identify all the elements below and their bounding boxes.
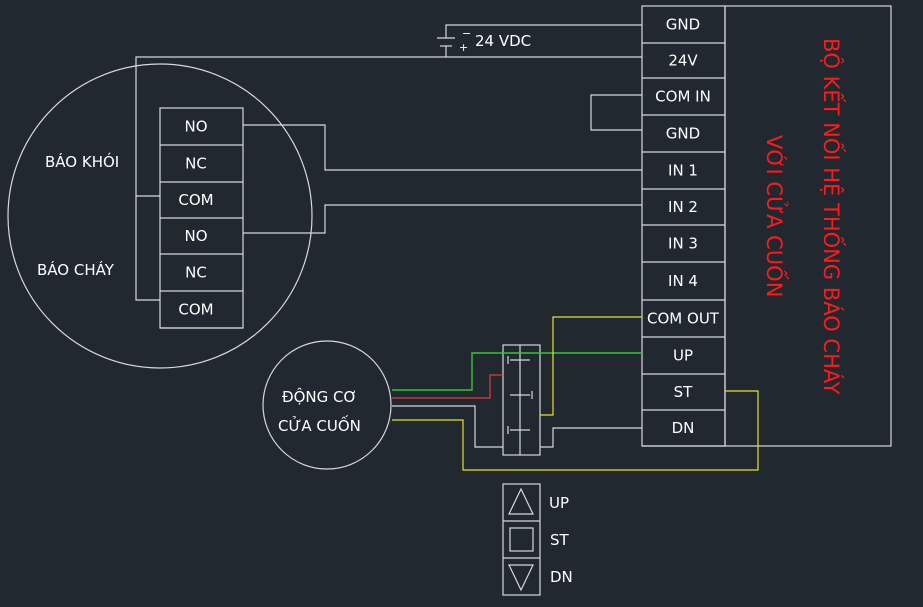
detector-terminal-label: NC	[185, 155, 207, 173]
controller-terminal-label: DN	[672, 419, 695, 437]
controller-terminal-label: IN 1	[668, 162, 698, 180]
detector-terminal-label: COM	[178, 301, 213, 319]
controller-title-line2: VỚI CỬA CUỐN	[762, 135, 790, 297]
controller-title-line1: BỘ KẾT NỐI HỆ THỐNG BÁO CHÁY	[819, 38, 847, 395]
controller-terminal-label: COM IN	[655, 88, 711, 106]
motor: ĐỘNG CƠ CỬA CUỐN	[262, 340, 392, 470]
controller-terminal-label: UP	[673, 347, 693, 365]
switch-panel: UP ST DN	[502, 483, 573, 596]
controller-terminal-label: IN 2	[668, 198, 698, 216]
controller-terminal-label: GND	[666, 16, 700, 34]
wire-24v	[135, 56, 642, 301]
power-supply: − + 24 VDC	[437, 24, 642, 57]
switch-label-dn: DN	[550, 568, 573, 586]
controller-terminal-label: GND	[666, 125, 700, 143]
svg-text:−: −	[462, 27, 471, 40]
smoke-detector-label: BÁO KHÓI	[45, 152, 119, 171]
switch-label-st: ST	[550, 531, 570, 549]
wire-comout	[540, 316, 642, 416]
wire-red	[392, 374, 503, 399]
controller-terminal-label: ST	[674, 383, 694, 401]
wire-comin-gnd	[590, 94, 642, 131]
relay-block	[502, 344, 541, 456]
detector-terminal-label: COM	[178, 191, 213, 209]
wire-white	[392, 405, 503, 448]
up-arrow-icon[interactable]	[508, 487, 534, 515]
detector-terminal-label: NC	[185, 264, 207, 282]
fire-detector-label: BÁO CHÁY	[37, 260, 115, 279]
motor-label-line2: CỬA CUỐN	[278, 414, 361, 435]
controller-terminal-label: COM OUT	[647, 310, 720, 328]
detector: NO NC COM NO NC COM BÁO KHÓI BÁO CHÁY	[7, 63, 313, 369]
controller-terminal-label: IN 3	[668, 235, 698, 253]
controller: GND 24V COM IN GND IN 1 IN 2 IN 3 IN 4 COM OUT UP…	[641, 5, 892, 447]
controller-terminal-label: IN 4	[668, 272, 698, 290]
detector-terminal-label: NO	[184, 227, 207, 245]
wire-yellow	[392, 390, 759, 471]
wire-green	[392, 352, 642, 391]
motor-label-line1: ĐỘNG CƠ	[282, 387, 357, 406]
power-label: 24 VDC	[475, 32, 531, 50]
controller-terminal-label: 24V	[668, 52, 698, 70]
stop-square-icon[interactable]	[509, 527, 534, 552]
detector-terminal-label: NO	[184, 118, 207, 136]
svg-text:+: +	[459, 41, 468, 54]
wire-dn	[540, 427, 642, 448]
down-arrow-icon[interactable]	[508, 564, 534, 592]
wire-no1-in1	[243, 124, 642, 171]
switch-label-up: UP	[549, 494, 569, 512]
wire-no2-in2	[243, 204, 642, 234]
